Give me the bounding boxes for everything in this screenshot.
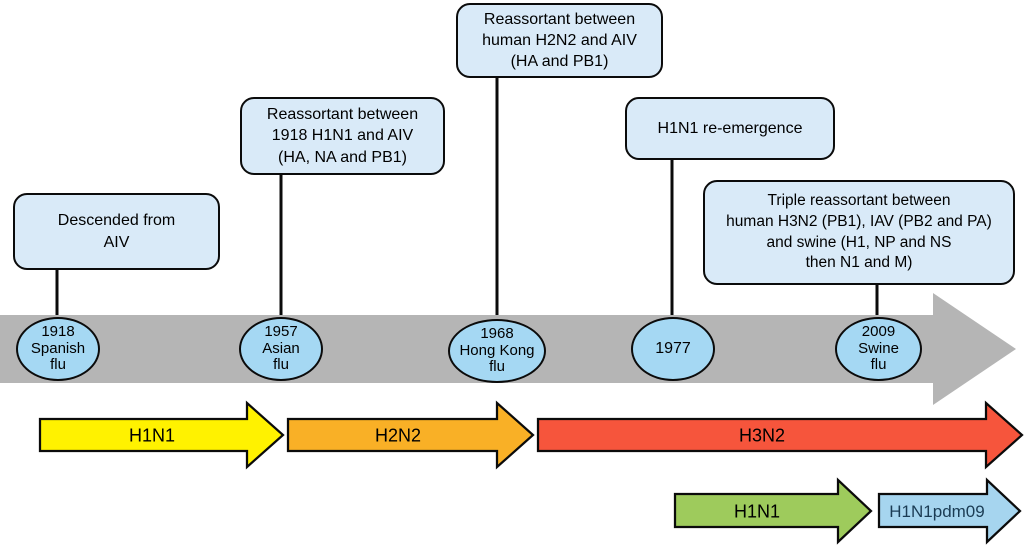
callout-triple-reassortant-2009: Triple reassortant between human H3N2 (P…	[703, 180, 1015, 285]
callout-reassortant-1957: Reassortant between 1918 H1N1 and AIV (H…	[240, 97, 445, 175]
strain-label-h1n1-1918: H1N1	[128, 425, 176, 446]
strain-label-h1n1-1977: H1N1	[733, 501, 781, 522]
callout-descended-from-aiv: Descended from AIV	[13, 193, 220, 270]
strain-arrow-h3n2	[536, 400, 1024, 470]
strain-label-h1n1pdm09: H1N1pdm09	[889, 502, 985, 521]
event-1957-asian-flu: 1957 Asian flu	[239, 317, 323, 381]
callout-reassortant-1968: Reassortant between human H2N2 and AIV (…	[456, 3, 663, 78]
event-2009-swine-flu: 2009 Swine flu	[835, 317, 922, 381]
strain-arrow-h1n1-1977	[673, 477, 873, 545]
event-1977: 1977	[631, 317, 715, 381]
strain-label-h3n2: H3N2	[738, 425, 786, 446]
callout-h1n1-reemergence: H1N1 re-emergence	[625, 97, 835, 160]
strain-arrow-h1n1pdm09	[877, 477, 1022, 545]
event-1918-spanish-flu: 1918 Spanish flu	[16, 317, 100, 381]
strain-arrow-h1n1-1918	[38, 400, 285, 470]
strain-label-h2n2: H2N2	[374, 425, 422, 446]
strain-arrow-h2n2	[286, 400, 535, 470]
event-1968-hong-kong-flu: 1968 Hong Kong flu	[448, 319, 546, 383]
